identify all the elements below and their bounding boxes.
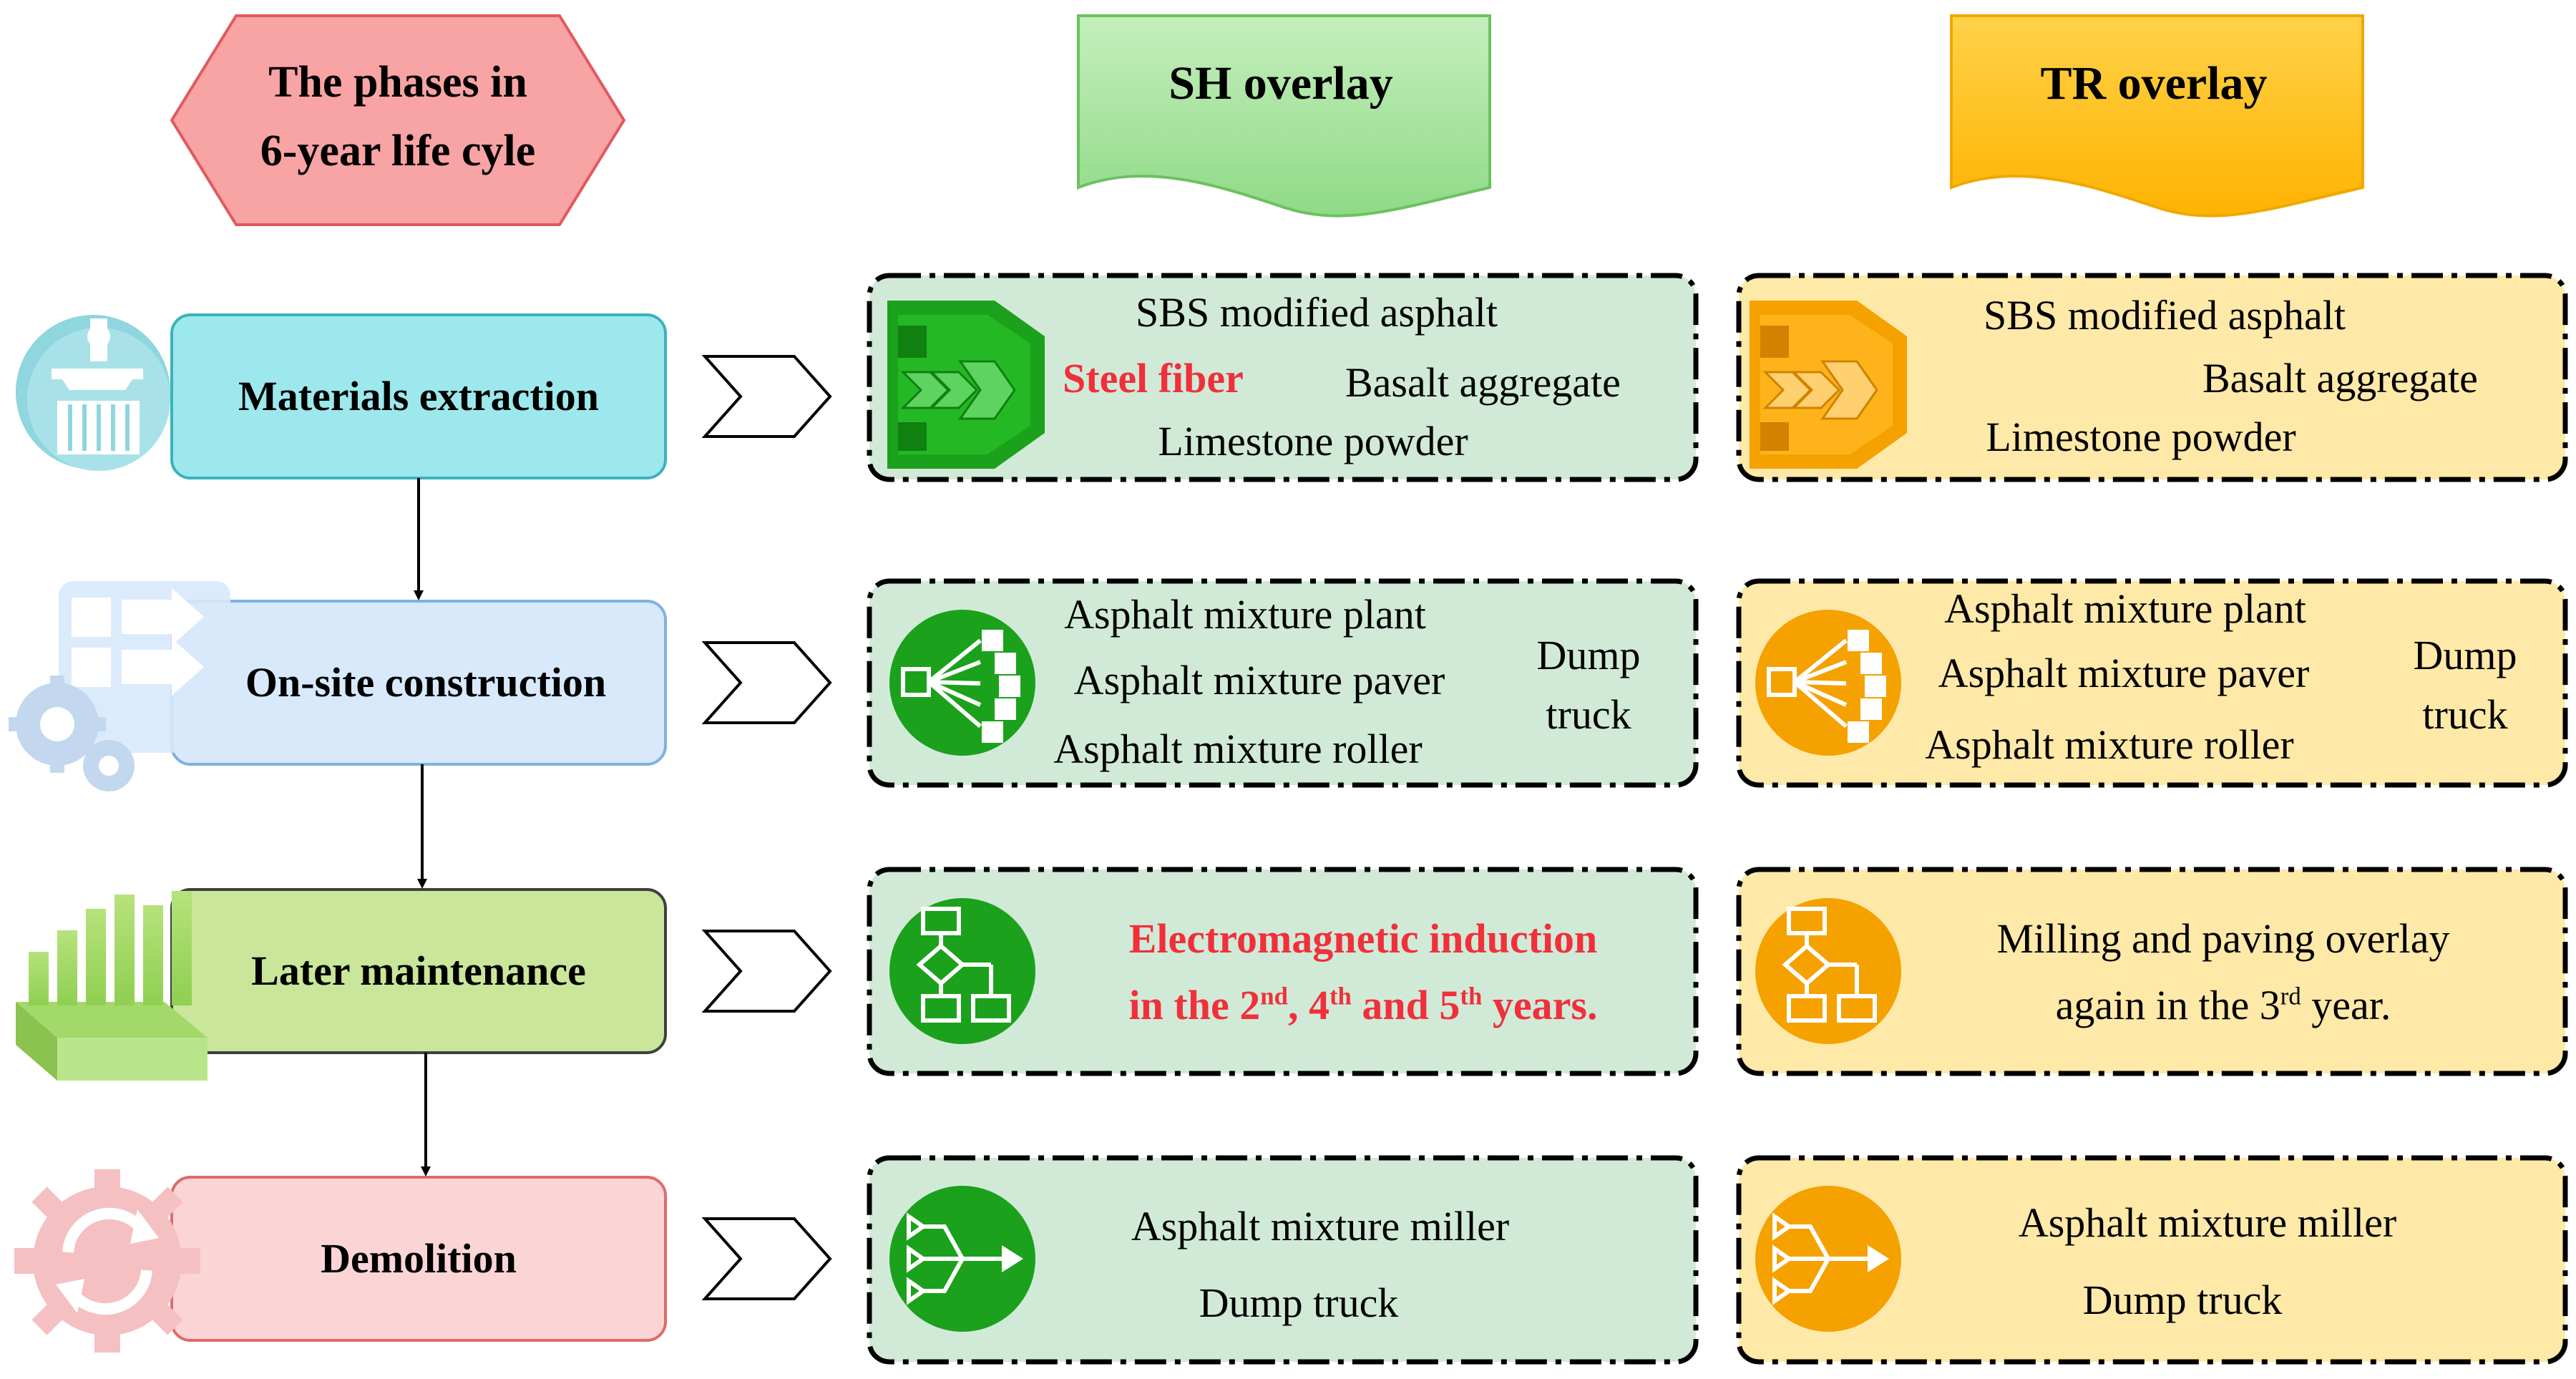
phases-header-line2: 6-year life cyle — [260, 127, 536, 175]
tr-overlay-title: TR overlay — [2040, 57, 2268, 109]
sh-equip-roller: Asphalt mixture roller — [1053, 726, 1423, 772]
tr-equip-paver: Asphalt mixture paver — [1938, 650, 2310, 696]
tr-box-materials — [1736, 273, 2568, 482]
bar-chart-icon — [16, 891, 208, 1081]
tr-materials-blocks-icon — [1750, 301, 1907, 469]
sh-maintenance-line1: Electromagnetic induction — [1128, 915, 1598, 962]
robot-arm-container-icon — [16, 315, 170, 471]
refresh-gear-icon — [14, 1169, 200, 1353]
gears-arrows-icon — [9, 581, 230, 791]
phases-header-line1: The phases in — [268, 58, 527, 107]
tr-flowchart-icon — [1755, 898, 1901, 1044]
sh-hierarchy-icon — [889, 610, 1035, 756]
tr-maintenance-line1: Milling and paving overlay — [1996, 915, 2450, 962]
phase-label-construction: On-site construction — [245, 659, 607, 706]
tr-equip-dump-line2: truck — [2422, 691, 2508, 738]
chevron-arrow-4 — [701, 1217, 832, 1300]
sh-equip-plant: Asphalt mixture plant — [1064, 591, 1426, 638]
sh-demolition-dump: Dump truck — [1199, 1280, 1399, 1326]
tr-maintenance-line2: again in the 3rd year. — [2055, 982, 2391, 1028]
chevron-arrow-2 — [701, 641, 832, 724]
sh-merge-icon — [889, 1186, 1035, 1332]
phases-header-hexagon — [170, 14, 626, 226]
tr-box-construction — [1736, 578, 2568, 788]
tr-hierarchy-icon — [1755, 610, 1901, 756]
phase-label-demolition: Demolition — [321, 1235, 517, 1282]
tr-equip-plant: Asphalt mixture plant — [1944, 585, 2306, 632]
sh-flowchart-icon — [889, 898, 1035, 1044]
sh-material-basalt: Basalt aggregate — [1345, 359, 1621, 406]
phase-label-maintenance: Later maintenance — [251, 947, 586, 994]
tr-equip-dump-line1: Dump — [2413, 632, 2517, 678]
sh-equip-dump-line2: truck — [1546, 691, 1631, 738]
tr-demolition-miller: Asphalt mixture miller — [2018, 1199, 2397, 1246]
chevron-arrow-3 — [701, 930, 832, 1013]
sh-material-limestone: Limestone powder — [1158, 418, 1468, 464]
sh-box-maintenance — [867, 867, 1699, 1076]
tr-merge-icon — [1755, 1186, 1901, 1332]
sh-materials-blocks-icon — [887, 301, 1045, 469]
tr-demolition-dump: Dump truck — [2082, 1277, 2283, 1323]
tr-box-maintenance — [1736, 867, 2568, 1076]
sh-maintenance-line2: in the 2nd, 4th and 5th years. — [1128, 982, 1598, 1028]
sh-equip-dump-line1: Dump — [1536, 632, 1641, 678]
sh-overlay-title: SH overlay — [1169, 57, 1393, 109]
tr-header-banner — [1950, 14, 2364, 218]
sh-header-banner — [1077, 14, 1491, 218]
sh-box-construction — [867, 578, 1699, 788]
sh-box-materials — [867, 273, 1699, 482]
sh-demolition-miller: Asphalt mixture miller — [1131, 1203, 1510, 1249]
tr-material-basalt: Basalt aggregate — [2202, 355, 2478, 401]
chevron-arrow-1 — [701, 355, 832, 438]
tr-box-demolition — [1736, 1155, 2568, 1365]
tr-equip-roller: Asphalt mixture roller — [1925, 721, 2294, 768]
sh-material-steel-fiber: Steel fiber — [1063, 355, 1244, 401]
sh-equip-paver: Asphalt mixture paver — [1073, 657, 1445, 703]
sh-box-demolition — [867, 1155, 1699, 1365]
tr-material-limestone: Limestone powder — [1986, 414, 2296, 460]
tr-material-sbs: SBS modified asphalt — [1984, 292, 2346, 338]
sh-material-sbs: SBS modified asphalt — [1136, 289, 1498, 336]
phase-label-materials: Materials extraction — [238, 373, 600, 419]
